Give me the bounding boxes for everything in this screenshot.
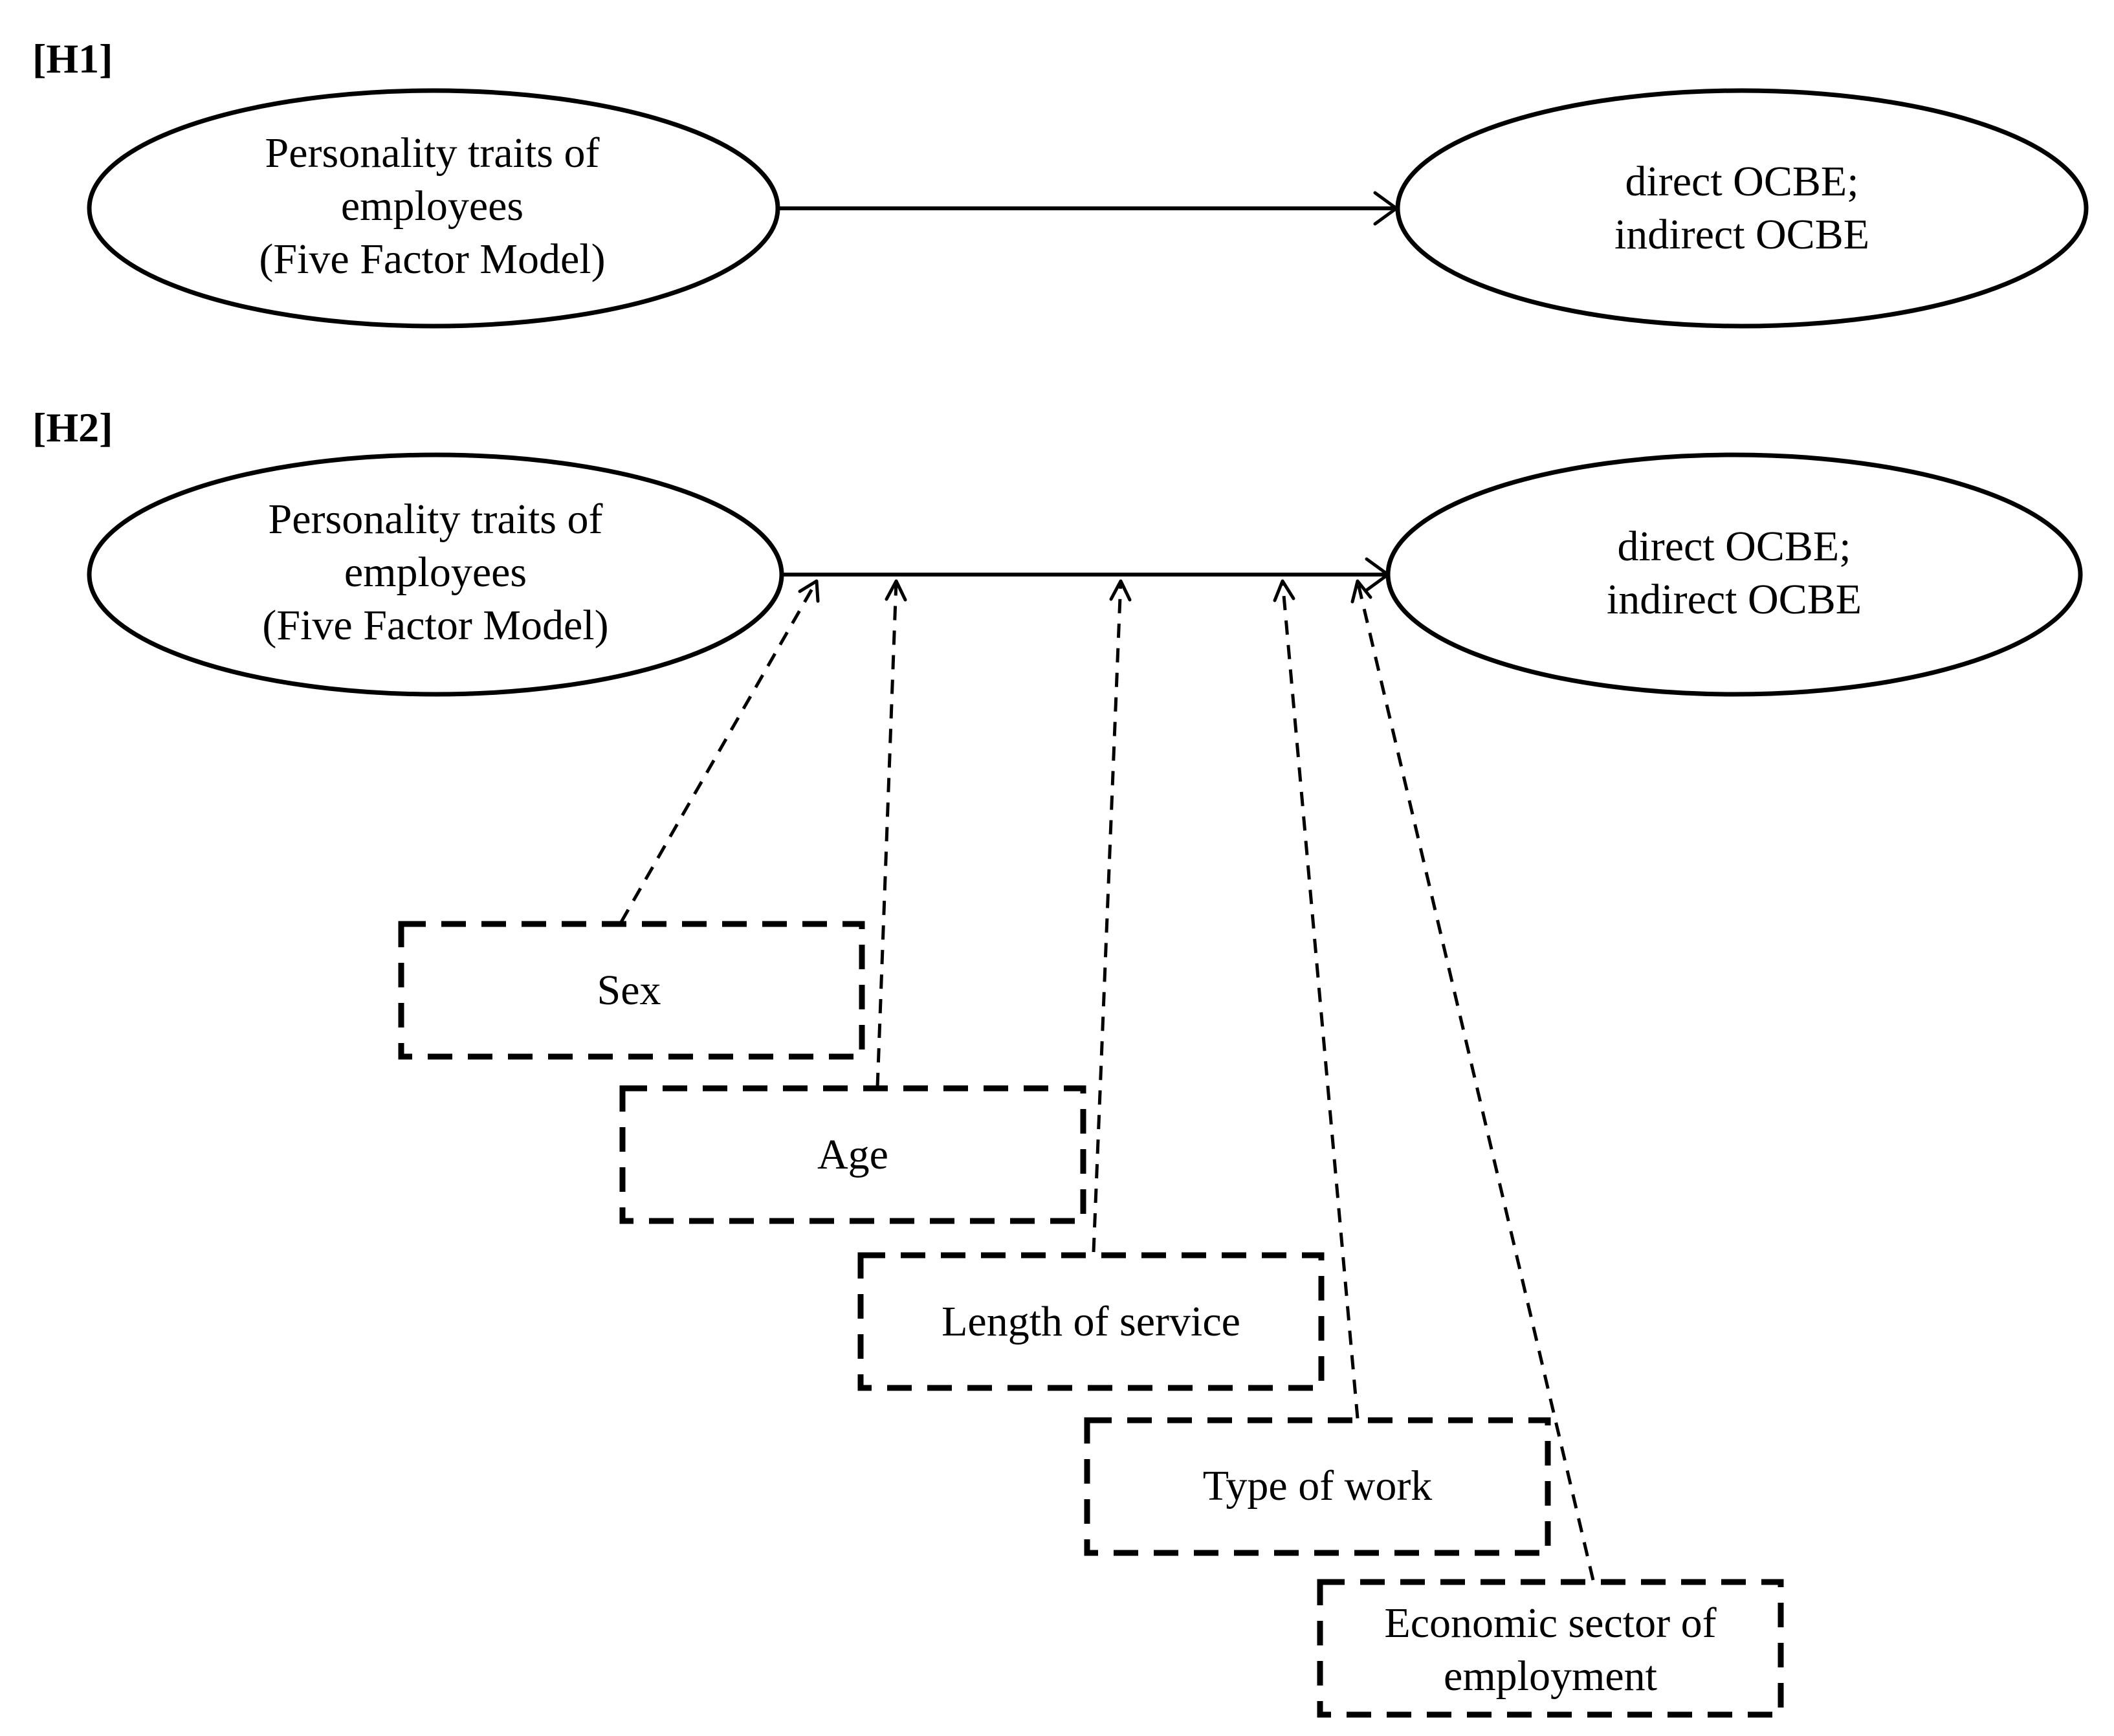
h1-target-node: direct OCBE; indirect OCBE	[1395, 88, 2089, 329]
economic-sector-label-line1: Economic sector of	[1384, 1599, 1716, 1647]
age-moderation-arrow	[875, 579, 907, 1088]
h2-path	[783, 557, 1390, 592]
sex-arrow-head	[798, 579, 820, 603]
length-of-service-arrow-line	[1092, 580, 1123, 1253]
moderator-arrows	[619, 579, 1595, 1581]
length-of-service-label: Length of service	[941, 1298, 1240, 1345]
h2-source-line1: Personality traits of	[269, 496, 603, 543]
h1-target-ellipse	[1395, 88, 2089, 329]
moderator-economic-sector: Economic sector of employment	[1317, 1579, 1784, 1718]
h1-target-line2: indirect OCBE	[1614, 211, 1869, 258]
sex-box	[398, 921, 865, 1060]
h2-target-node: direct OCBE; indirect OCBE	[1385, 452, 2083, 697]
economic-sector-moderation-arrow	[1350, 579, 1595, 1581]
moderator-length-of-service: Length of service	[857, 1252, 1325, 1391]
h2-source-node: Personality traits of employees (Five Fa…	[87, 452, 784, 697]
h1-label: [H1]	[32, 36, 113, 82]
h2-target-line1: direct OCBE;	[1617, 523, 1851, 570]
moderator-sex: Sex	[398, 921, 865, 1060]
economic-sector-label-line2: employment	[1444, 1653, 1657, 1700]
type-of-work-arrow-head	[1273, 579, 1295, 602]
h2-source-ellipse	[87, 452, 784, 697]
h2-label: [H2]	[32, 404, 113, 450]
type-of-work-moderation-arrow	[1273, 579, 1360, 1419]
type-of-work-arrow-line	[1281, 580, 1360, 1419]
sex-arrow-line	[619, 580, 819, 923]
h2-target-ellipse	[1385, 452, 2083, 697]
h1-path	[776, 191, 1398, 226]
h2-source-line3: (Five Factor Model)	[262, 602, 608, 649]
h2-source-line2: employees	[344, 549, 527, 596]
h1-source-node: Personality traits of employees (Five Fa…	[87, 88, 780, 329]
h2-target-line2: indirect OCBE	[1607, 576, 1862, 623]
h1-source-line3: (Five Factor Model)	[259, 236, 605, 283]
sex-label: Sex	[597, 967, 661, 1014]
economic-sector-arrow-head	[1350, 579, 1372, 604]
type-of-work-label: Type of work	[1203, 1462, 1433, 1510]
length-of-service-box	[857, 1252, 1325, 1391]
h1-source-line1: Personality traits of	[265, 129, 600, 177]
length-of-service-arrow-head	[1109, 579, 1132, 602]
moderator-type-of-work: Type of work	[1084, 1417, 1551, 1556]
age-label: Age	[817, 1131, 888, 1178]
h1-target-line1: direct OCBE;	[1625, 158, 1858, 205]
h1-source-line2: employees	[341, 182, 523, 230]
moderator-age: Age	[619, 1085, 1086, 1224]
type-of-work-box	[1084, 1417, 1551, 1556]
age-arrow-line	[875, 580, 898, 1088]
age-box	[619, 1085, 1086, 1224]
h1-source-ellipse	[87, 88, 780, 329]
sex-moderation-arrow	[619, 579, 820, 923]
age-arrow-head	[885, 579, 907, 602]
length-of-service-moderation-arrow	[1092, 579, 1132, 1253]
economic-sector-box	[1317, 1579, 1784, 1718]
